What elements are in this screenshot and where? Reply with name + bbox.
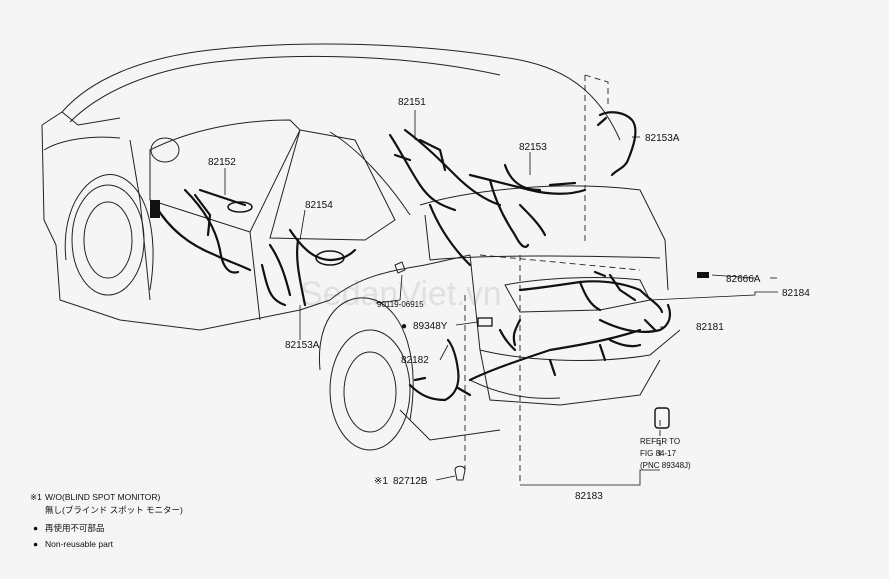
label-82181: 82181 (696, 322, 724, 333)
label-82154: 82154 (305, 200, 333, 211)
harness-82184 (518, 270, 709, 314)
part-90119 (394, 261, 406, 274)
part-89348Y (477, 317, 493, 327)
part-labels: 82151 82152 82153 82153A 82154 82153A 90… (208, 97, 810, 502)
legend-note1-line2: 無し(ブラインド スポット モニター) (45, 505, 183, 515)
label-82666A: 82666A (726, 274, 761, 285)
label-82712B: 82712B (393, 476, 428, 487)
bullet-89348Y: ● (401, 321, 407, 332)
legend-bullet-2: ● (33, 539, 38, 549)
legend-note3: Non-reusable part (45, 539, 114, 549)
legend-note1-line1: W/O(BLIND SPOT MONITOR) (45, 492, 161, 502)
harness-82183 (468, 318, 642, 382)
legend: ※1 W/O(BLIND SPOT MONITOR) 無し(ブラインド スポット… (30, 492, 183, 549)
harness-82154 (260, 228, 357, 307)
refer-note: REFER TO FIG 84-17 (PNC 89348J) (640, 437, 691, 470)
part-82712B (454, 465, 466, 481)
connector (150, 200, 160, 218)
legend-note2: 再使用不可部品 (45, 523, 105, 533)
dashed-guides (464, 74, 661, 485)
harness-82153A-top (596, 111, 637, 177)
harness-82153 (468, 163, 587, 249)
harness-82151 (388, 128, 502, 267)
leader-lines (224, 110, 778, 486)
legend-note1-mark: ※1 (30, 492, 42, 502)
label-82182: 82182 (401, 355, 429, 366)
part-89348J (654, 407, 670, 429)
label-82184: 82184 (782, 288, 810, 299)
harness-82181 (598, 303, 671, 348)
label-82153: 82153 (519, 142, 547, 153)
refer-line-1: REFER TO (640, 437, 680, 446)
vehicle-body (41, 43, 681, 451)
refer-line-2: FIG 84-17 (640, 449, 677, 458)
ref-mark-82712B: ※1 (374, 476, 388, 487)
label-82183: 82183 (575, 491, 603, 502)
legend-bullet-1: ● (33, 523, 38, 533)
label-82151: 82151 (398, 97, 426, 108)
label-82153A-left: 82153A (285, 340, 320, 351)
harness-82152 (150, 188, 253, 274)
label-82153A-top: 82153A (645, 133, 680, 144)
label-82152: 82152 (208, 157, 236, 168)
harness-82182 (408, 338, 472, 402)
label-89348Y: 89348Y (413, 321, 448, 332)
refer-line-3: (PNC 89348J) (640, 461, 691, 470)
label-90119-06915: 90119-06915 (377, 300, 424, 309)
